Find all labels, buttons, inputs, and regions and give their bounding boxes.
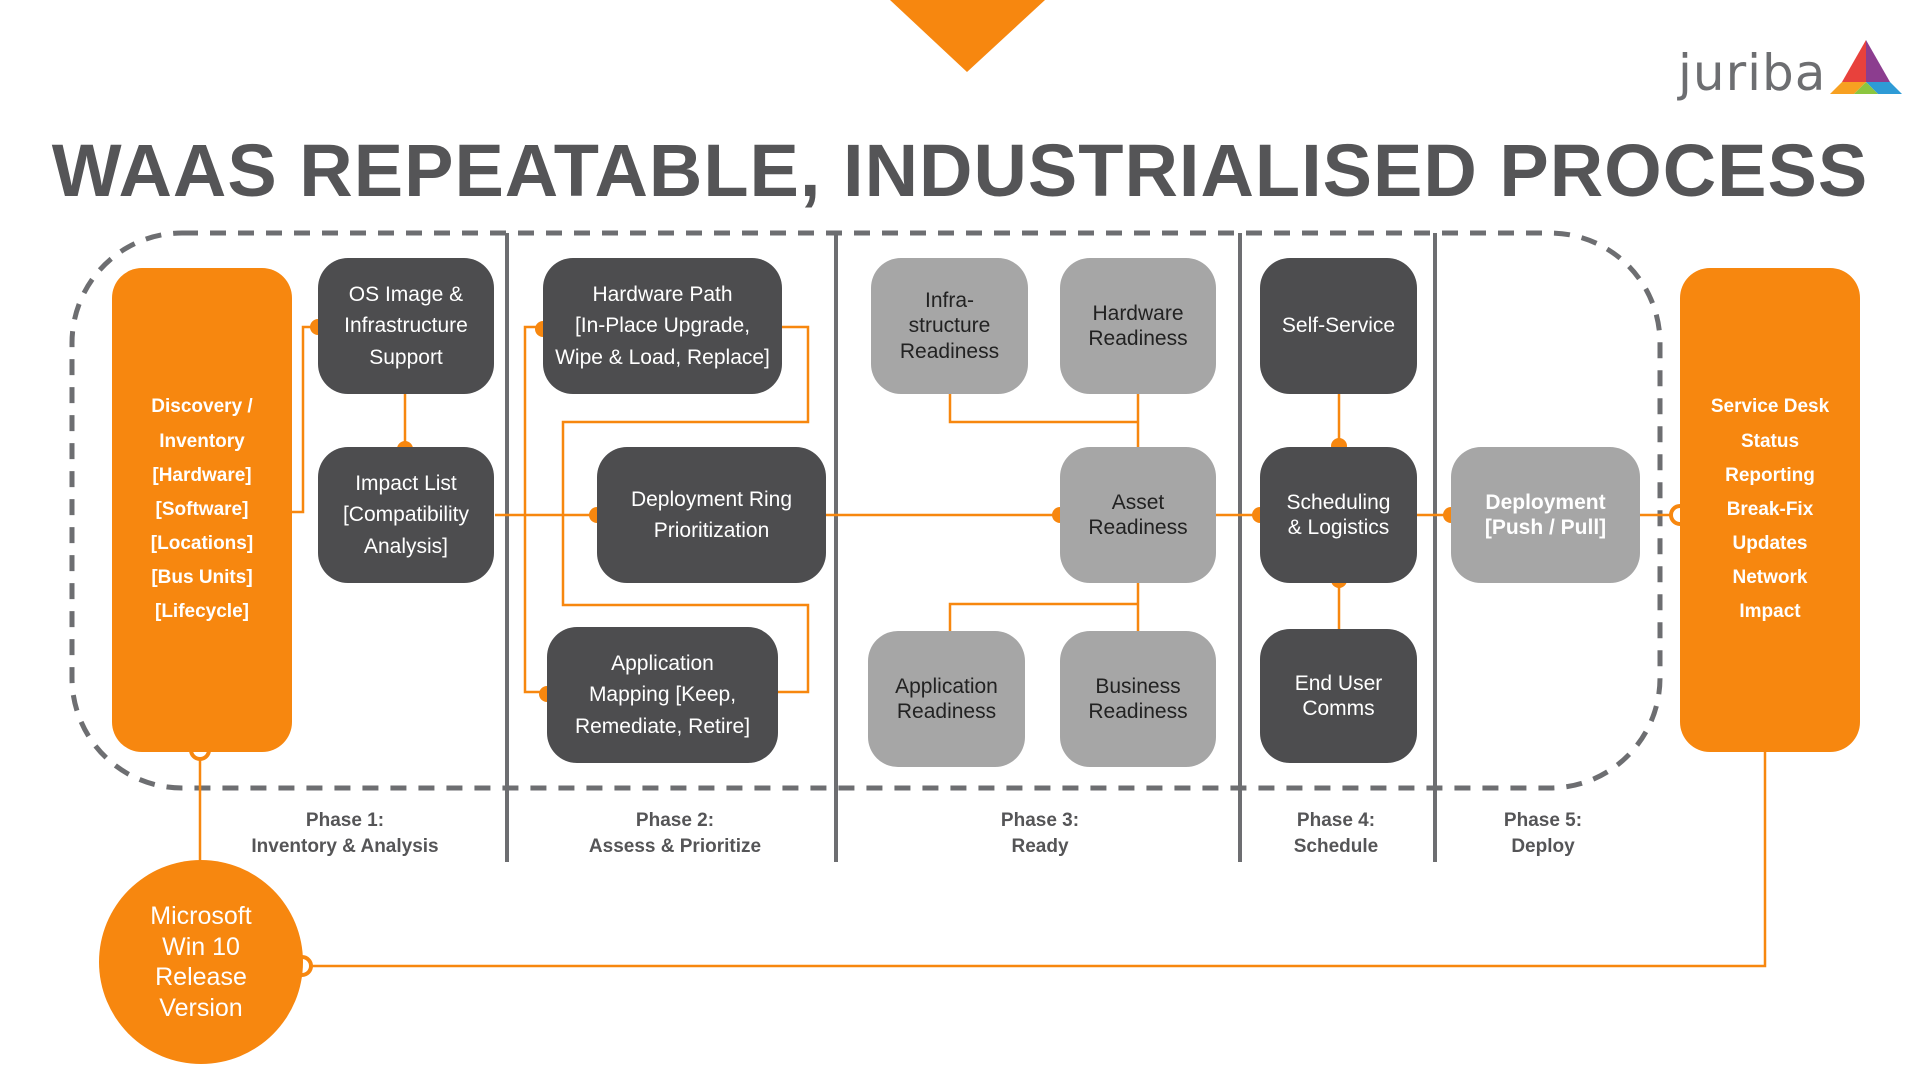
phase-number: Phase 5: bbox=[1503, 810, 1583, 831]
phase-number: Phase 4: bbox=[1296, 810, 1376, 831]
phase-name: Inventory & Analysis bbox=[251, 835, 439, 857]
phase-4-label: Phase 4: Schedule bbox=[1236, 808, 1436, 859]
discovery-item: Discovery / bbox=[151, 396, 253, 418]
hardware-path-box[interactable]: Hardware Path [In-Place Upgrade, Wipe & … bbox=[543, 258, 782, 394]
deployment-push-pull-box[interactable]: Deployment [Push / Pull] bbox=[1451, 447, 1640, 583]
phase-5-label: Phase 5: Deploy bbox=[1443, 808, 1643, 859]
juriba-logo-text: juriba bbox=[1678, 44, 1827, 102]
discovery-item: [Software] bbox=[155, 498, 249, 520]
page-title: WAAS REPEATABLE, INDUSTRIALISED PROCESS bbox=[51, 129, 1869, 212]
business-readiness-box[interactable]: Business Readiness bbox=[1060, 631, 1216, 767]
service-item: Status bbox=[1740, 430, 1800, 452]
discovery-item: Inventory bbox=[159, 430, 245, 452]
orange-connectors bbox=[198, 325, 1767, 968]
top-triangle-marker bbox=[890, 0, 1045, 72]
self-service-box[interactable]: Self-Service bbox=[1260, 258, 1417, 394]
application-mapping-box[interactable]: Application Mapping [Keep, Remediate, Re… bbox=[547, 627, 778, 763]
phase-name: Ready bbox=[1011, 835, 1069, 857]
phase-1-label: Phase 1: Inventory & Analysis bbox=[230, 808, 460, 859]
impact-list-box[interactable]: Impact List [Compatibility Analysis] bbox=[318, 447, 494, 583]
discovery-item: [Bus Units] bbox=[151, 567, 253, 589]
phase-2-label: Phase 2: Assess & Prioritize bbox=[560, 808, 790, 859]
phase-dividers bbox=[505, 233, 1437, 862]
discovery-inventory-panel[interactable]: Discovery / Inventory [Hardware] [Softwa… bbox=[112, 268, 292, 752]
scheduling-logistics-box[interactable]: Scheduling & Logistics bbox=[1260, 447, 1417, 583]
service-item: Updates bbox=[1732, 533, 1808, 555]
service-item: Reporting bbox=[1725, 464, 1815, 486]
phase-number: Phase 3: bbox=[1000, 810, 1080, 831]
discovery-item: [Lifecycle] bbox=[155, 601, 249, 623]
juriba-triangle-logo-icon bbox=[1830, 40, 1902, 94]
service-item: Service Desk bbox=[1710, 396, 1830, 418]
os-image-infrastructure-box[interactable]: OS Image & Infrastructure Support bbox=[318, 258, 494, 394]
discovery-item: [Hardware] bbox=[152, 464, 252, 486]
process-dashed-frame bbox=[69, 230, 1663, 791]
application-readiness-box[interactable]: Application Readiness bbox=[868, 631, 1025, 767]
service-item: Break-Fix bbox=[1726, 498, 1814, 520]
phase-name: Deploy bbox=[1511, 835, 1575, 857]
end-user-comms-box[interactable]: End User Comms bbox=[1260, 629, 1417, 763]
phase-3-label: Phase 3: Ready bbox=[925, 808, 1155, 859]
discovery-item: [Locations] bbox=[150, 533, 254, 555]
service-desk-panel[interactable]: Service Desk Status Reporting Break-Fix … bbox=[1680, 268, 1860, 752]
infrastructure-readiness-box[interactable]: Infra- structure Readiness bbox=[871, 258, 1028, 394]
phase-name: Assess & Prioritize bbox=[588, 835, 762, 857]
phase-number: Phase 2: bbox=[635, 810, 715, 831]
phase-name: Schedule bbox=[1293, 835, 1379, 857]
phase-number: Phase 1: bbox=[305, 810, 385, 831]
deployment-ring-box[interactable]: Deployment Ring Prioritization bbox=[597, 447, 826, 583]
service-item: Network bbox=[1732, 567, 1808, 589]
microsoft-win10-release-circle[interactable]: Microsoft Win 10 Release Version bbox=[99, 860, 303, 1064]
service-item: Impact bbox=[1739, 601, 1801, 623]
hardware-readiness-box[interactable]: Hardware Readiness bbox=[1060, 258, 1216, 394]
asset-readiness-box[interactable]: Asset Readiness bbox=[1060, 447, 1216, 583]
